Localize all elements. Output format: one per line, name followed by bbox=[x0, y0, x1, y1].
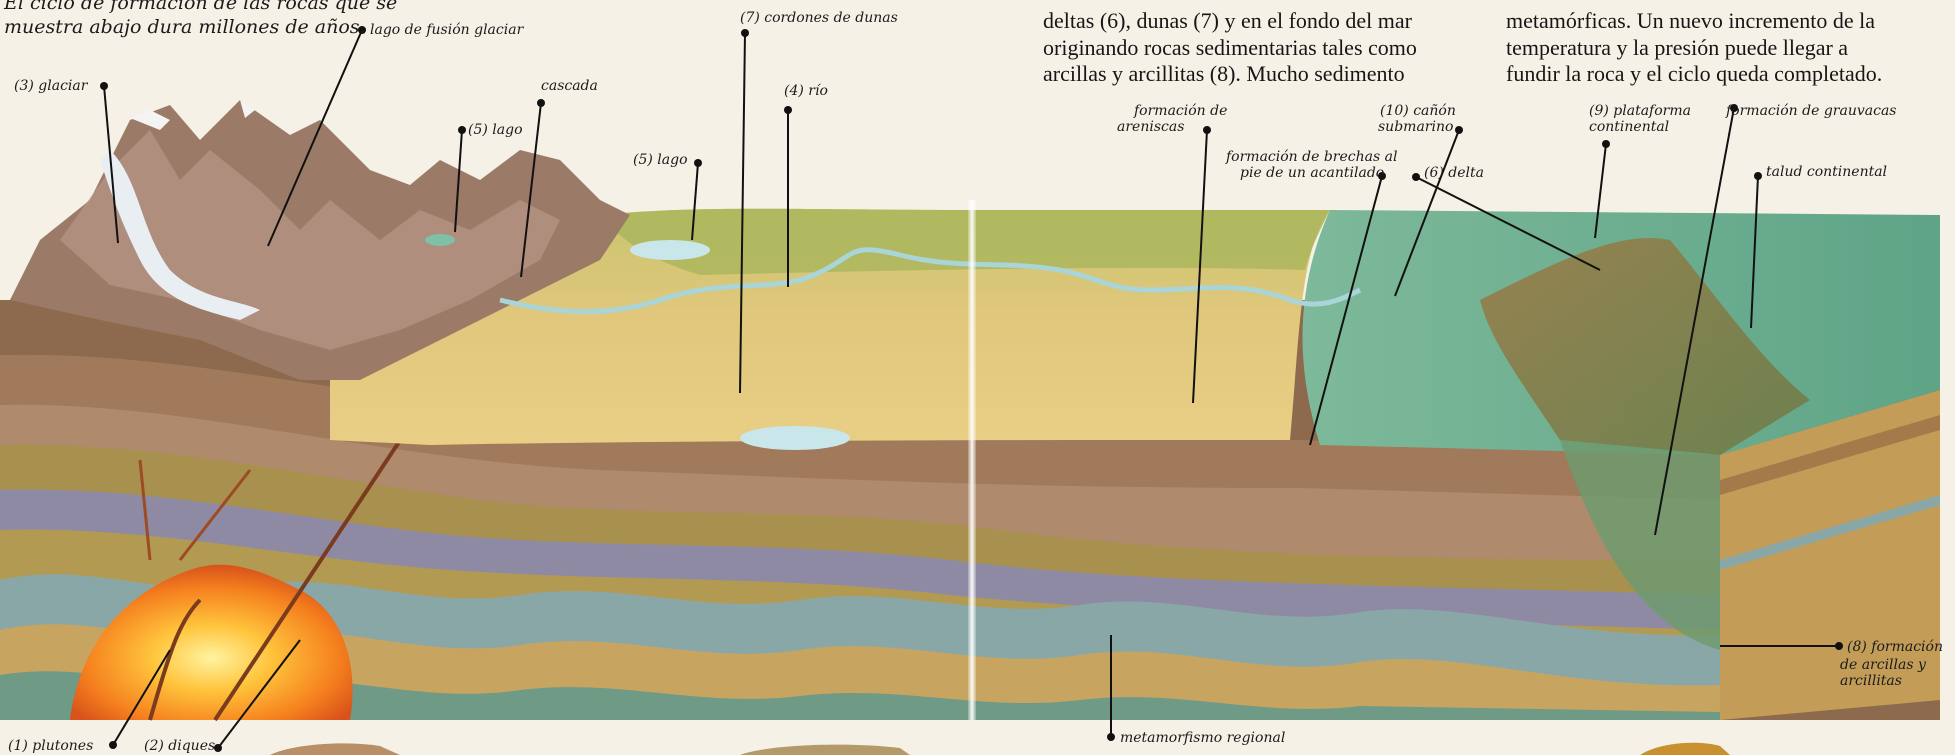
rock-specimen-1 bbox=[270, 743, 400, 755]
label-delta: (6) delta bbox=[1424, 166, 1484, 181]
label-cascada: cascada bbox=[541, 79, 598, 94]
body-right-line-1: temperatura y la presión puede llegar a bbox=[1506, 35, 1848, 61]
label-canon-2: submarino bbox=[1378, 120, 1453, 135]
lake-shape-2 bbox=[425, 234, 455, 246]
label-lago-fusion-glaciar: lago de fusión glaciar bbox=[370, 23, 523, 38]
label-arcillas-3: arcillitas bbox=[1840, 674, 1902, 689]
label-canon-1: (10) cañón bbox=[1380, 104, 1456, 119]
label-lago-5-b: (5) lago bbox=[633, 153, 688, 168]
book-gutter bbox=[968, 200, 976, 720]
label-cordones-dunas: (7) cordones de dunas bbox=[740, 11, 898, 26]
label-talud: talud continental bbox=[1766, 165, 1887, 180]
label-arcillas-1: (8) formación bbox=[1847, 640, 1943, 655]
label-arcillas-2: de arcillas y bbox=[1840, 658, 1926, 673]
rock-specimen-2 bbox=[740, 745, 910, 755]
rock-specimen-3 bbox=[1640, 743, 1730, 755]
label-brechas-1: formación de brechas al bbox=[1226, 150, 1397, 165]
body-center-line-1: originando rocas sedimentarias tales com… bbox=[1043, 35, 1417, 61]
label-rio: (4) río bbox=[784, 84, 828, 99]
body-right-line-2: fundir la roca y el ciclo queda completa… bbox=[1506, 61, 1882, 87]
label-areniscas-2: areniscas bbox=[1117, 120, 1184, 135]
label-glaciar: (3) glaciar bbox=[14, 79, 87, 94]
intro-caption-line-1: El ciclo de formación de las rocas que s… bbox=[4, 0, 397, 14]
label-brechas-2: pie de un acantilado bbox=[1240, 166, 1384, 181]
label-plataforma-2: continental bbox=[1589, 120, 1669, 135]
label-lago-5-a: (5) lago bbox=[468, 123, 523, 138]
body-center-line-2: arcillas y arcillitas (8). Mucho sedimen… bbox=[1043, 61, 1405, 87]
label-diques: (2) diques bbox=[144, 739, 215, 754]
intro-caption-line-2: muestra abajo dura millones de años. bbox=[4, 16, 366, 38]
lake-shape-3 bbox=[740, 426, 850, 450]
lake-shape-1 bbox=[630, 240, 710, 260]
label-areniscas-1: formación de bbox=[1134, 104, 1227, 119]
label-plutones: (1) plutones bbox=[8, 739, 93, 754]
label-plataforma-1: (9) plataforma bbox=[1589, 104, 1691, 119]
body-center-line-0: deltas (6), dunas (7) y en el fondo del … bbox=[1043, 8, 1412, 34]
label-metamorfismo: metamorfismo regional bbox=[1120, 731, 1285, 746]
body-right-line-0: metamórficas. Un nuevo incremento de la bbox=[1506, 8, 1875, 34]
label-grauvacas: formación de grauvacas bbox=[1726, 104, 1896, 119]
